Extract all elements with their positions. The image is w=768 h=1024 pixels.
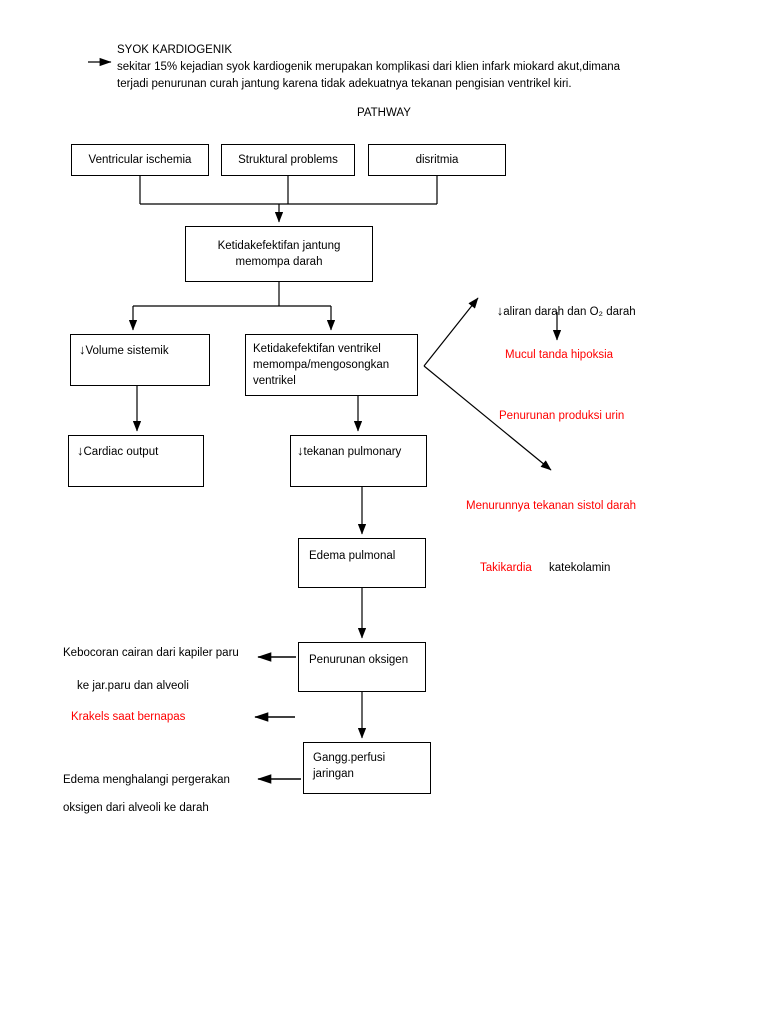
node-gangg-perfusi: Gangg.perfusi jaringan (303, 742, 431, 794)
node-label-line2: memompa darah (235, 256, 323, 268)
down-arrow-icon: ↓ (77, 443, 84, 458)
node-edema-pulmonal: Edema pulmonal (298, 538, 426, 588)
label-mucul-tanda-hipoksia: Mucul tanda hipoksia (505, 349, 614, 361)
node-tekanan-pulmonary: ↓tekanan pulmonary (290, 435, 427, 487)
down-arrow-icon: ↓ (496, 303, 504, 318)
node-label-line1: Ketidakefektifan ventrikel (253, 343, 381, 355)
pathway-label: PATHWAY (357, 107, 411, 119)
down-arrow-icon: ↓ (79, 342, 86, 357)
label-aliran-darah: aliran darah dan O₂ darah (503, 306, 636, 318)
node-label: Edema pulmonal (309, 550, 396, 562)
header-body: sekitar 15% kejadian syok kardiogenik me… (117, 61, 621, 90)
node-label-line3: ventrikel (253, 375, 296, 387)
label-katekolamin: katekolamin (549, 562, 611, 574)
label-kebocoran-cairan-line2: ke jar.paru dan alveoli (77, 680, 189, 692)
label-kebocoran-cairan-line1: Kebocoran cairan dari kapiler paru (63, 647, 239, 659)
node-structural-problems: Struktural problems (221, 144, 355, 176)
label-krakels: Krakels saat bernapas (71, 711, 186, 723)
node-label-line2: jaringan (313, 768, 354, 780)
down-arrow-icon: ↓ (297, 443, 304, 458)
node-penurunan-oksigen: Penurunan oksigen (298, 642, 426, 692)
node-label-line1: Ketidakefektifan jantung (217, 240, 341, 252)
header-title: SYOK KARDIOGENIK (117, 44, 233, 56)
node-label: Volume sistemik (85, 345, 169, 357)
label-menurunnya-tekanan-sistol: Menurunnya tekanan sistol darah (466, 500, 637, 512)
node-volume-sistemik: ↓Volume sistemik (70, 334, 210, 386)
label-aliran-darah-wrap: ↓aliran darah dan O₂ darah (484, 288, 636, 336)
node-ketidakefektifan-jantung: Ketidakefektifan jantung memompa darah (185, 226, 373, 282)
node-label: disritmia (415, 154, 459, 166)
label-penurunan-produksi-urin: Penurunan produksi urin (499, 410, 625, 422)
node-label: Penurunan oksigen (309, 654, 409, 666)
node-label: Ventricular ischemia (88, 154, 192, 166)
node-cardiac-output: ↓Cardiac output (68, 435, 204, 487)
node-ketidakefektifan-ventrikel: Ketidakefektifan ventrikel memompa/mengo… (245, 334, 418, 396)
node-label-line2: memompa/mengosongkan (253, 359, 390, 371)
node-ventricular-ischemia: Ventricular ischemia (71, 144, 209, 176)
label-edema-menghalangi-line2: oksigen dari alveoli ke darah (63, 802, 209, 814)
node-label: Struktural problems (238, 154, 338, 166)
node-label: Cardiac output (83, 446, 159, 458)
node-disritmia: disritmia (368, 144, 506, 176)
label-takikardia: Takikardia (480, 562, 532, 574)
label-edema-menghalangi-line1: Edema menghalangi pergerakan (63, 774, 230, 786)
node-label: tekanan pulmonary (303, 446, 402, 458)
node-label-line1: Gangg.perfusi (313, 752, 386, 764)
